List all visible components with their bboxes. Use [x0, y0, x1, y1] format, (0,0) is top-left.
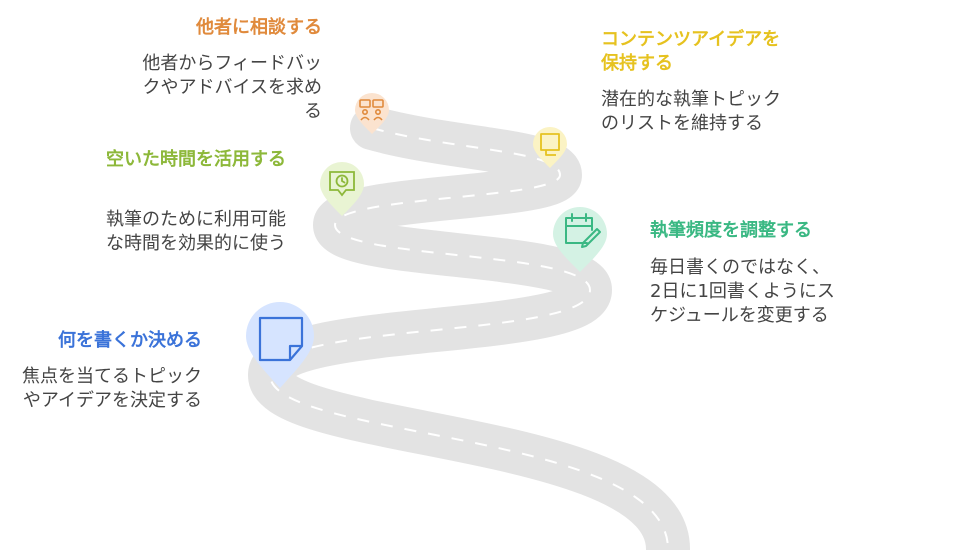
pin-step-3: [355, 93, 389, 134]
clock-sign-icon: [329, 171, 355, 197]
step-1-title: 何を書くか決める: [58, 330, 202, 351]
note-board-icon: [540, 133, 560, 156]
step-3-description: 他者からフィードバックやアドバイスを求める: [142, 53, 322, 122]
step-4-description: 潜在的な執筆トピックのリストを維持する: [601, 89, 781, 134]
step-4-title: コンテンツアイデアを保持する: [601, 29, 781, 74]
pin-step-4: [533, 126, 567, 168]
step-2-description: 執筆のために利用可能な時間を効果的に使う: [106, 209, 286, 254]
people-chat-icon: [359, 99, 384, 121]
step-1-description: 焦点を当てるトピックやアイデアを決定する: [22, 366, 202, 411]
step-5-description: 毎日書くのではなく、2日に1回書くようにスケジュールを変更する: [650, 257, 835, 326]
road: [247, 106, 691, 550]
pin-step-5: [553, 207, 607, 272]
calendar-edit-icon: [565, 213, 601, 248]
pin-step-1: [246, 302, 314, 388]
step-5-title: 執筆頻度を調整する: [650, 220, 812, 241]
step-2-title: 空いた時間を活用する: [106, 149, 286, 170]
sticky-note-icon: [258, 316, 304, 362]
step-3-title: 他者に相談する: [196, 17, 322, 38]
pin-step-2: [320, 162, 364, 216]
